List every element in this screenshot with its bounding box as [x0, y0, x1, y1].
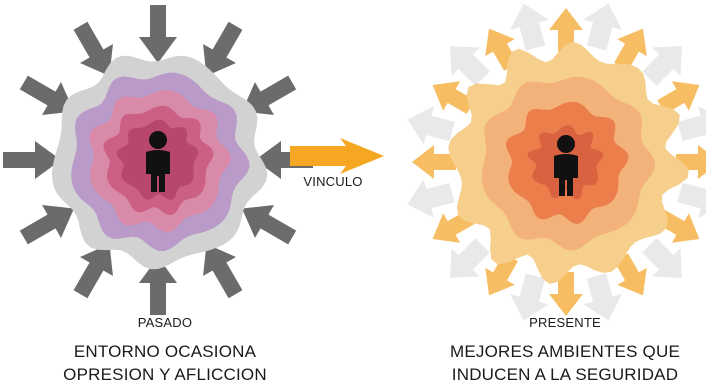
outward-arrow-icon [412, 145, 456, 179]
pasado-label: PASADO [137, 315, 193, 330]
background-arrow-icon [583, 3, 623, 51]
presente-label: PRESENTE [529, 315, 601, 330]
vinculo-arrow-shape [290, 138, 384, 174]
inward-arrow-icon [255, 141, 313, 179]
outward-arrow-icon [657, 210, 700, 243]
right-person-icon [554, 135, 578, 196]
inward-arrow-icon [19, 75, 75, 115]
inward-arrow-icon [73, 21, 113, 77]
background-arrow-icon [642, 46, 682, 86]
inward-arrow-icon [241, 75, 297, 115]
outward-arrow-icon [614, 28, 647, 71]
inward-arrow-icon [139, 5, 177, 63]
inward-arrow-icon [73, 243, 113, 299]
presente-caption-line1: MEJORES AMBIENTES QUE [450, 342, 680, 361]
inward-arrow-icon [3, 141, 61, 179]
inward-arrow-icon [19, 205, 75, 245]
vinculo-arrow-icon [290, 138, 384, 174]
outward-arrow-icon [549, 272, 583, 316]
left-inward-arrows [3, 5, 313, 315]
right-outward-arrows [412, 8, 706, 316]
person-body [146, 150, 170, 192]
pasado-caption-line2: OPRESION Y AFLICCION [63, 365, 267, 384]
person-head [149, 131, 167, 149]
vinculo-label: VINCULO [303, 174, 363, 189]
outward-arrow-icon [614, 253, 647, 296]
background-arrow-icon [677, 179, 706, 219]
presente-caption-line2: INDUCEN A LA SEGURIDAD [451, 365, 679, 384]
outward-arrow-icon [485, 253, 518, 296]
background-arrow-icon [509, 3, 549, 51]
background-arrow-icon [407, 105, 455, 145]
background-arrow-icon [509, 273, 549, 321]
outward-arrow-icon [676, 145, 706, 179]
inward-arrow-icon [241, 205, 297, 245]
person-head [557, 135, 575, 153]
background-arrow-icon [450, 46, 490, 86]
outward-arrow-icon [657, 81, 700, 114]
inward-arrow-icon [203, 21, 243, 77]
left-person-icon [146, 131, 170, 192]
right-background-arrows [407, 3, 706, 321]
inward-arrow-icon [203, 243, 243, 299]
person-body [554, 154, 578, 196]
outward-arrow-icon [432, 81, 475, 114]
inward-arrow-icon [139, 257, 177, 315]
background-arrow-icon [407, 179, 455, 219]
pasado-caption-line1: ENTORNO OCASIONA [73, 342, 257, 361]
outward-arrow-icon [549, 8, 583, 52]
background-arrow-icon [583, 273, 623, 321]
background-arrow-icon [677, 105, 706, 145]
background-arrow-icon [450, 238, 490, 278]
background-arrow-icon [642, 238, 682, 278]
